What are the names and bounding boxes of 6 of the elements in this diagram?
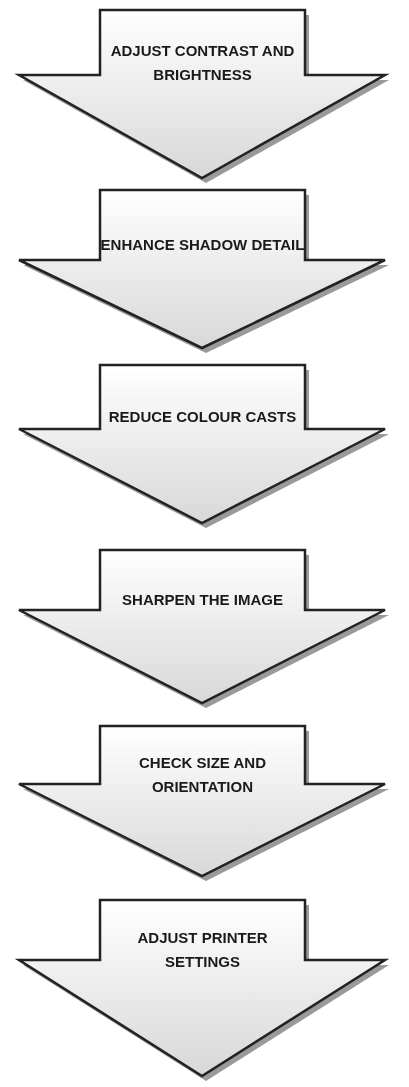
step-label: ADJUST CONTRAST AND BRIGHTNESS bbox=[109, 40, 296, 85]
step-label: ENHANCE SHADOW DETAIL bbox=[100, 235, 305, 255]
step-label: CHECK SIZE AND ORIENTATION bbox=[138, 753, 267, 797]
step-label: REDUCE COLOUR CASTS bbox=[107, 407, 298, 427]
step-label: SHARPEN THE IMAGE bbox=[121, 590, 284, 610]
step-label: ADJUST PRINTER SETTINGS bbox=[136, 928, 269, 972]
